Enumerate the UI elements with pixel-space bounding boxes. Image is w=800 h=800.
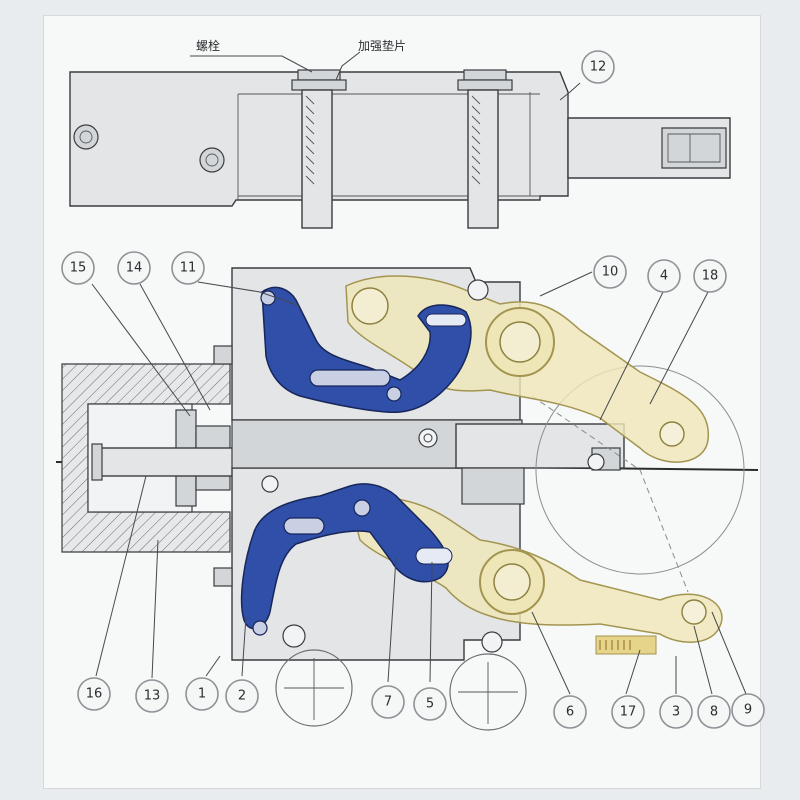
callout-15: 15 xyxy=(61,251,95,285)
bolt-right xyxy=(457,69,513,229)
mount-circle-left xyxy=(275,649,353,727)
callout-17: 17 xyxy=(611,695,645,729)
svg-text:2: 2 xyxy=(238,689,246,704)
spring-17 xyxy=(595,635,657,655)
callout-7: 7 xyxy=(371,685,405,719)
section-view xyxy=(55,267,759,731)
leader-lines xyxy=(91,82,747,695)
callout-11: 11 xyxy=(171,251,205,285)
callout-5: 5 xyxy=(413,687,447,721)
bolt-left xyxy=(291,69,347,229)
callout-14: 14 xyxy=(117,251,151,285)
reinforcing-washer-label: 加强垫片 xyxy=(358,38,406,53)
callout-12: 12 xyxy=(581,50,615,84)
svg-text:16: 16 xyxy=(86,687,103,702)
callout-3: 3 xyxy=(659,695,693,729)
svg-text:13: 13 xyxy=(144,689,161,704)
reference-circle xyxy=(535,365,745,575)
callout-10: 10 xyxy=(593,255,627,289)
mount-circle-right xyxy=(449,653,527,731)
svg-text:9: 9 xyxy=(744,703,752,718)
svg-text:10: 10 xyxy=(602,265,619,280)
svg-text:11: 11 xyxy=(180,261,197,276)
top-screw-right xyxy=(199,147,225,173)
top-screw-left xyxy=(73,124,99,150)
top-view: 螺栓 加强垫片 xyxy=(69,38,731,229)
callout-13: 13 xyxy=(135,679,169,713)
svg-text:7: 7 xyxy=(384,695,392,710)
callout-9: 9 xyxy=(731,693,765,727)
callout-18: 18 xyxy=(693,259,727,293)
callout-1: 1 xyxy=(185,677,219,711)
bolt-label: 螺栓 xyxy=(196,38,220,53)
callout-8: 8 xyxy=(697,695,731,729)
svg-text:3: 3 xyxy=(672,705,680,720)
callout-6: 6 xyxy=(553,695,587,729)
svg-text:1: 1 xyxy=(198,687,206,702)
svg-text:8: 8 xyxy=(710,705,718,720)
svg-text:5: 5 xyxy=(426,697,434,712)
svg-text:14: 14 xyxy=(126,261,143,276)
svg-text:6: 6 xyxy=(566,705,574,720)
callout-16: 16 xyxy=(77,677,111,711)
callout-2: 2 xyxy=(225,679,259,713)
svg-text:12: 12 xyxy=(590,60,607,75)
svg-text:18: 18 xyxy=(702,269,719,284)
svg-text:4: 4 xyxy=(660,269,668,284)
top-slot xyxy=(661,127,727,169)
svg-text:15: 15 xyxy=(70,261,87,276)
svg-text:17: 17 xyxy=(620,705,637,720)
callout-4: 4 xyxy=(647,259,681,293)
